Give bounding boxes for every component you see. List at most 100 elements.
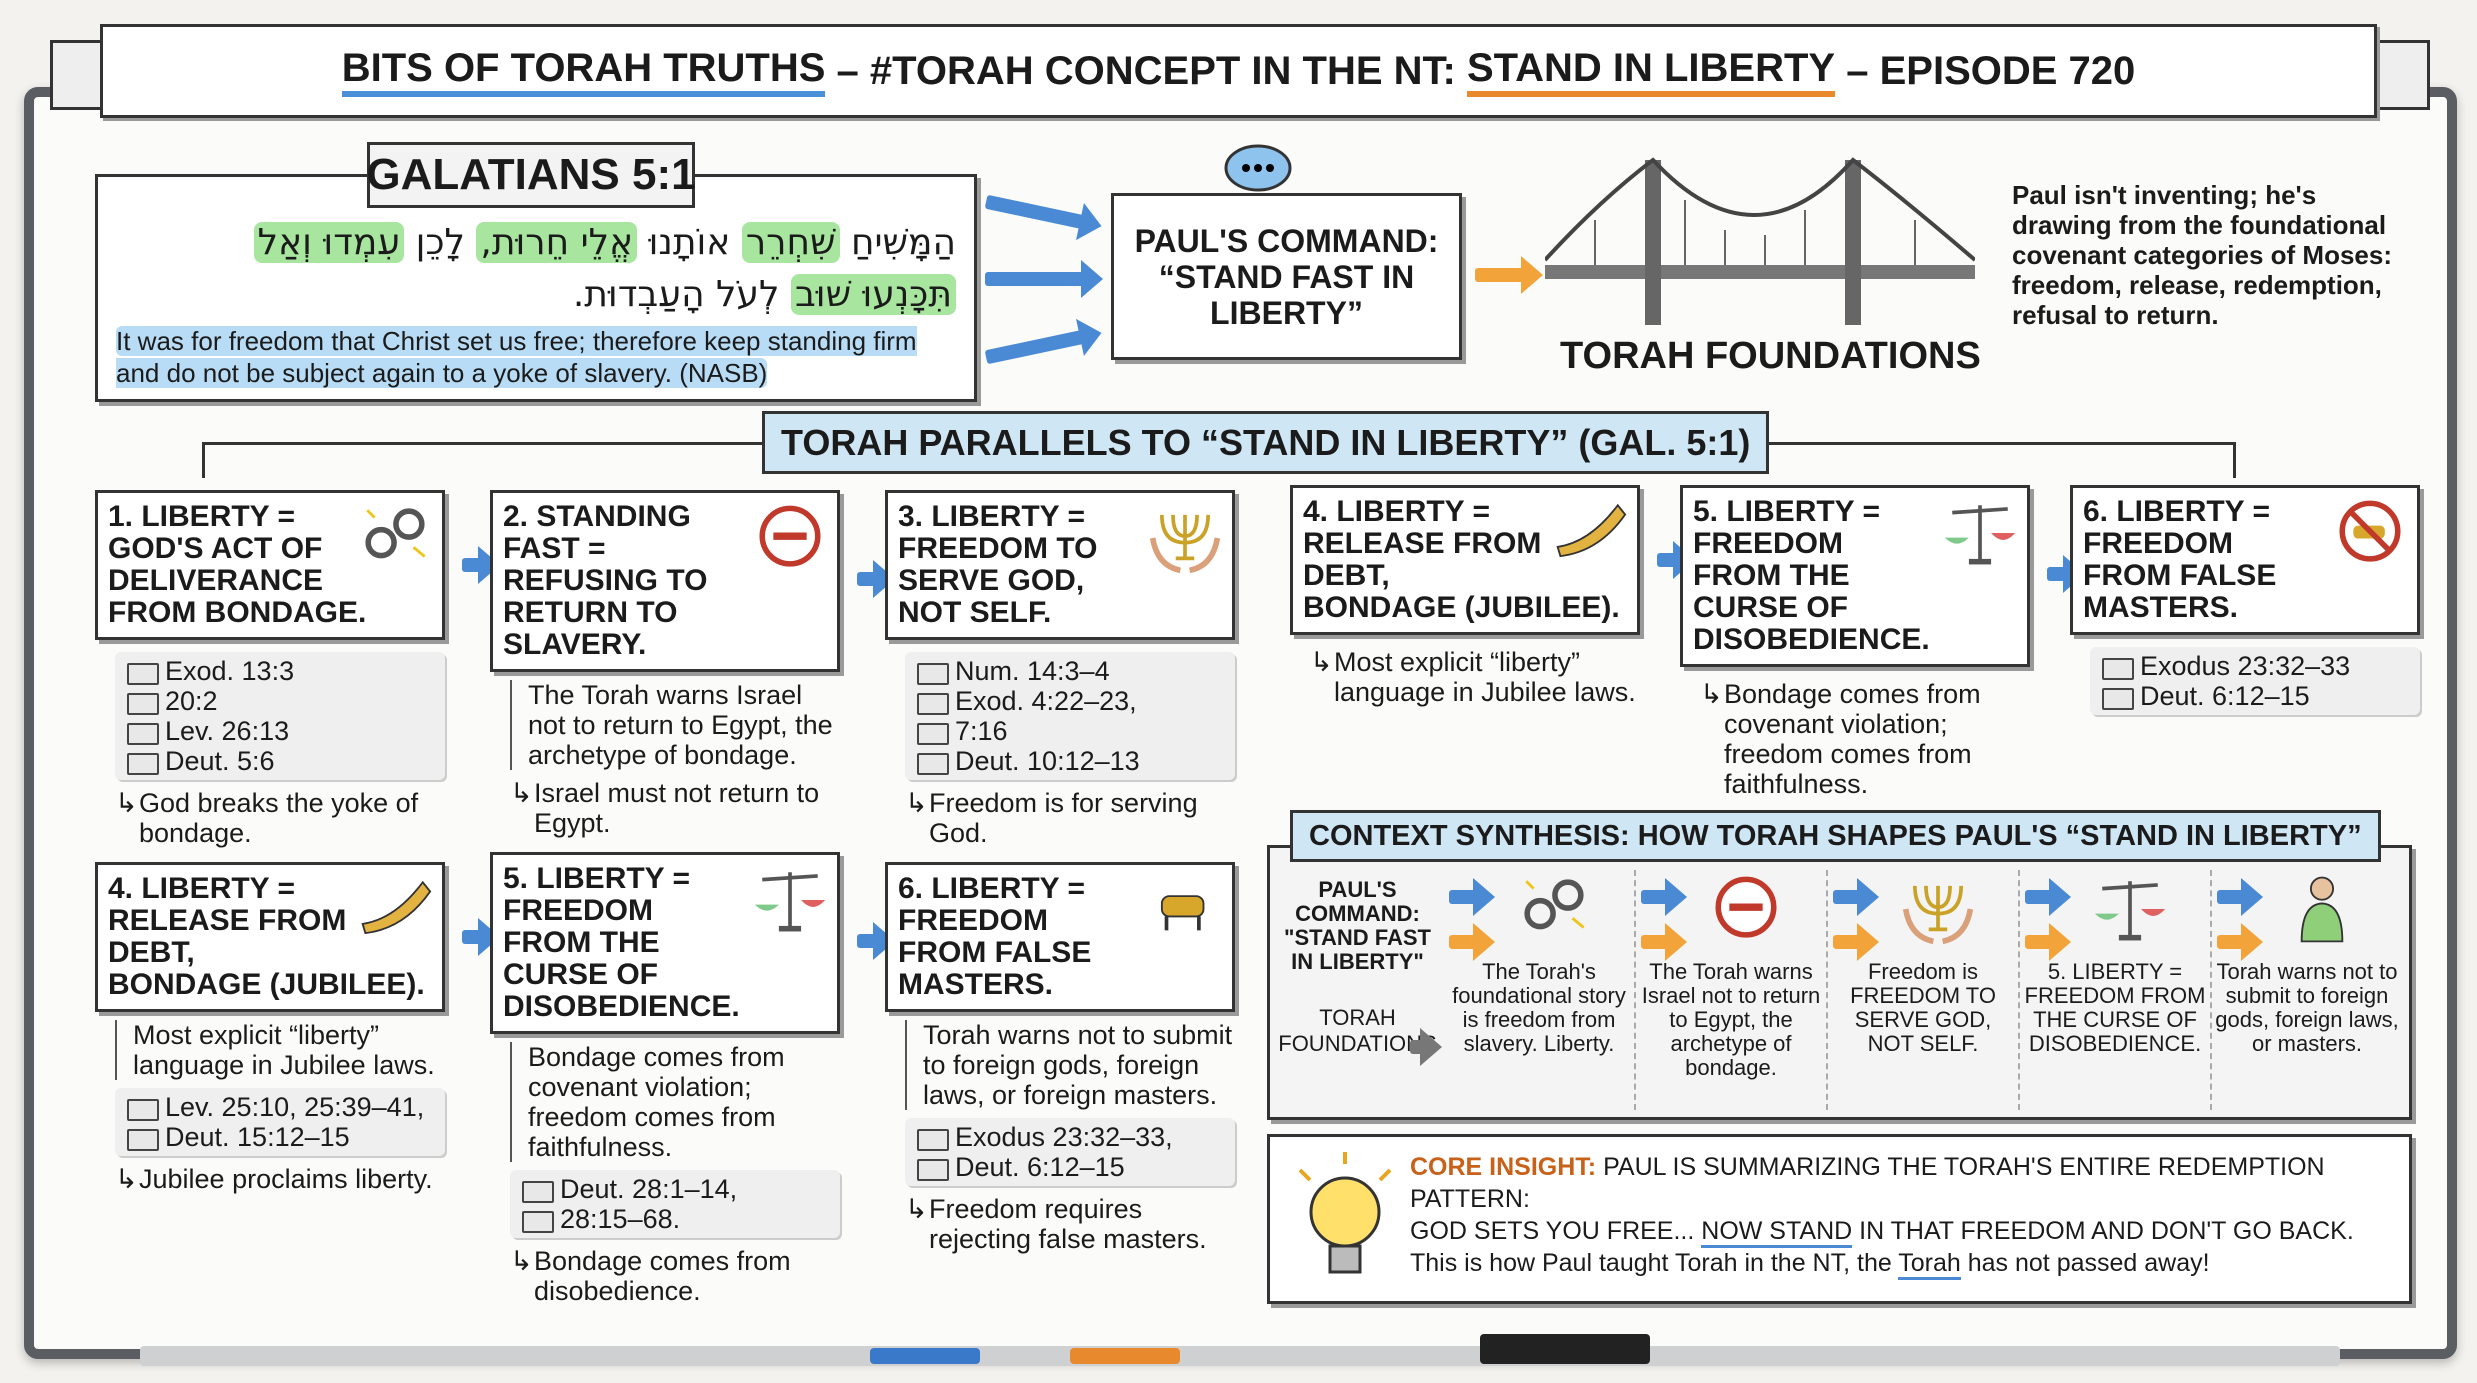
card-body: The Torah warns Israel not to return to … bbox=[510, 680, 840, 770]
parallel-card: 1. LIBERTY = GOD'S ACT OF DELIVERANCE FR… bbox=[95, 490, 500, 640]
card-title: 5. LIBERTY = FREEDOM FROM THE CURSE OF D… bbox=[1693, 495, 1930, 656]
hebrew-segment: שִׁחְרֵר bbox=[741, 222, 840, 263]
core-label: CORE INSIGHT: bbox=[1410, 1153, 1597, 1181]
synthesis-column-text: Torah warns not to submit to foreign god… bbox=[2215, 959, 2399, 1056]
arrow-icon bbox=[2047, 555, 2085, 594]
arrow-icon bbox=[857, 922, 895, 961]
broken-chain-icon bbox=[358, 501, 432, 575]
card-column: 6. LIBERTY = FREEDOM FROM FALSE MASTERS.… bbox=[2070, 485, 2420, 723]
arrow-icon bbox=[985, 260, 1103, 298]
card-takeaway: Bondage comes from disobedience. bbox=[510, 1246, 840, 1306]
core-insight-box: CORE INSIGHT: PAUL IS SUMMARIZING THE TO… bbox=[1267, 1134, 2412, 1304]
title-concept: STAND IN LIBERTY bbox=[1466, 46, 1836, 97]
hebrew-line-1: הַמָּשִׁיחַ שִׁחְרֵר אוֹתָנוּ אֱלֵי חֵרו… bbox=[116, 217, 956, 269]
core-line-3: This is how Paul taught Torah in the NT,… bbox=[1410, 1247, 2393, 1280]
column-divider bbox=[1634, 870, 1636, 1110]
parallels-heading: TORAH PARALLELS TO “STAND IN LIBERTY” (G… bbox=[762, 411, 1770, 474]
parallel-card: 4. LIBERTY = RELEASE FROM DEBT, BONDAGE … bbox=[95, 862, 500, 1012]
card-column: 1. LIBERTY = GOD'S ACT OF DELIVERANCE FR… bbox=[95, 490, 500, 1194]
torah-foundations-label: TORAH FOUNDATIONS bbox=[1560, 335, 1981, 377]
card-takeaway: Freedom is for serving God. bbox=[905, 788, 1235, 848]
column-divider bbox=[2018, 870, 2020, 1110]
hebrew-segment: עִמְדוּ וְאַל bbox=[253, 222, 405, 263]
card-body: Torah warns not to submit to foreign god… bbox=[905, 1020, 1235, 1110]
column-divider bbox=[2210, 870, 2212, 1110]
scripture-reference: Deut. 15:12–15 bbox=[123, 1122, 437, 1152]
card-title: 5. LIBERTY = FREEDOM FROM THE CURSE OF D… bbox=[503, 862, 740, 1023]
orange-marker bbox=[1070, 1348, 1180, 1364]
broken-chain-icon bbox=[1517, 872, 1591, 951]
parallel-card: 6. LIBERTY = FREEDOM FROM FALSE MASTERS. bbox=[2070, 485, 2420, 635]
scripture-reference: 7:16 bbox=[913, 716, 1227, 746]
hebrew-segment: אֱלֵי חֵרוּת, bbox=[476, 222, 638, 263]
card-column: 5. LIBERTY = FREEDOM FROM THE CURSE OF D… bbox=[1680, 485, 2085, 799]
english-translation: It was for freedom that Christ set us fr… bbox=[116, 325, 956, 389]
parallel-card: 6. LIBERTY = FREEDOM FROM FALSE MASTERS. bbox=[885, 862, 1235, 1012]
card-column: 3. LIBERTY = FREEDOM TO SERVE GOD, NOT S… bbox=[885, 490, 1235, 1254]
synthesis-column-text: The Torah warns Israel not to return to … bbox=[1641, 959, 1821, 1080]
scripture-reference: Lev. 25:10, 25:39–41, bbox=[123, 1092, 437, 1122]
parallel-card: 4. LIBERTY = RELEASE FROM DEBT, BONDAGE … bbox=[1290, 485, 1695, 635]
title-banner: BITS OF TORAH TRUTHS – #TORAH CONCEPT IN… bbox=[100, 24, 2377, 118]
card-takeaway: God breaks the yoke of bondage. bbox=[115, 788, 445, 848]
arrow-icon bbox=[1641, 923, 1687, 961]
row-label-command: PAUL'S COMMAND: "STAND FAST IN LIBERTY" bbox=[1284, 877, 1431, 974]
scripture-reference: Exod. 13:3 bbox=[123, 656, 437, 686]
no-idol-icon bbox=[2333, 496, 2407, 570]
person-icon bbox=[2285, 872, 2359, 951]
paul-explanation-note: Paul isn't inventing; he's drawing from … bbox=[2012, 180, 2392, 330]
no-entry-icon bbox=[1709, 872, 1783, 951]
hebrew-segment: אוֹתָנוּ bbox=[637, 222, 742, 263]
card-notes: Bondage comes from covenant violation; f… bbox=[490, 1034, 840, 1306]
card-notes: Most explicit “liberty” language in Jubi… bbox=[95, 1012, 445, 1194]
core-line-1: CORE INSIGHT: PAUL IS SUMMARIZING THE TO… bbox=[1410, 1151, 2393, 1215]
title-episode: – EPISODE 720 bbox=[1835, 48, 2136, 93]
card-notes: Most explicit “liberty” language in Jubi… bbox=[1290, 635, 1640, 707]
card-takeaway: Bondage comes from covenant violation; f… bbox=[1700, 679, 2030, 799]
arrow-icon bbox=[857, 560, 895, 599]
arrow-icon bbox=[462, 545, 500, 584]
card-takeaway: Israel must not return to Egypt. bbox=[510, 778, 840, 838]
card-title: 6. LIBERTY = FREEDOM FROM FALSE MASTERS. bbox=[898, 872, 1092, 1001]
card-notes: The Torah warns Israel not to return to … bbox=[490, 672, 840, 838]
arrow-icon bbox=[2025, 878, 2071, 916]
synthesis-heading: CONTEXT SYNTHESIS: HOW TORAH SHAPES PAUL… bbox=[1290, 810, 2381, 862]
hebrew-segment: לָכֵן bbox=[404, 222, 477, 263]
shofar-icon bbox=[358, 873, 432, 947]
title-topic: – #TORAH CONCEPT IN THE NT: bbox=[825, 48, 1467, 93]
card-title: 3. LIBERTY = FREEDOM TO SERVE GOD, NOT S… bbox=[898, 500, 1098, 629]
scripture-reference: Deut. 5:6 bbox=[123, 746, 437, 776]
scripture-references: Lev. 25:10, 25:39–41,Deut. 15:12–15 bbox=[115, 1088, 445, 1156]
scripture-reference: 28:15–68. bbox=[518, 1204, 832, 1234]
parallel-card: 2. STANDING FAST = REFUSING TO RETURN TO… bbox=[490, 490, 895, 672]
card-takeaway: Jubilee proclaims liberty. bbox=[115, 1164, 445, 1194]
scales-icon bbox=[2093, 872, 2167, 951]
command-text: PAUL'S COMMAND: “STAND FAST IN LIBERTY” bbox=[1134, 222, 1439, 331]
pauls-command-box: PAUL'S COMMAND: “STAND FAST IN LIBERTY” bbox=[1111, 193, 1462, 360]
scripture-reference: Exodus 23:32–33, bbox=[913, 1122, 1227, 1152]
arrow-icon bbox=[1449, 878, 1495, 916]
core-line-1-text: PAUL IS SUMMARIZING THE TORAH'S ENTIRE R… bbox=[1410, 1153, 2325, 1213]
marker-tray bbox=[140, 1334, 2340, 1366]
card-title: 6. LIBERTY = FREEDOM FROM FALSE MASTERS. bbox=[2083, 495, 2277, 624]
card-title: 2. STANDING FAST = REFUSING TO RETURN TO… bbox=[503, 500, 708, 661]
parallel-card: 5. LIBERTY = FREEDOM FROM THE CURSE OF D… bbox=[1680, 485, 2085, 667]
scripture-reference: Exodus 23:32–33 bbox=[2098, 651, 2412, 681]
hebrew-segment: לְעֹל הָעַבְדוּת. bbox=[572, 274, 791, 315]
blue-marker bbox=[870, 1348, 980, 1364]
arrow-icon bbox=[2217, 878, 2263, 916]
arrow-icon bbox=[1449, 923, 1495, 961]
golden-calf-icon bbox=[1148, 873, 1222, 947]
speech-bubble-icon bbox=[1224, 144, 1292, 192]
hebrew-line-2: תִּכָּנְעוּ שׁוּב לְעֹל הָעַבְדוּת. bbox=[116, 269, 956, 321]
arrow-icon bbox=[1475, 256, 1543, 294]
verse-label: GALATIANS 5:1 bbox=[366, 142, 696, 208]
scripture-reference: Deut. 6:12–15 bbox=[913, 1152, 1227, 1182]
scripture-reference: Num. 14:3–4 bbox=[913, 656, 1227, 686]
arrow-icon bbox=[1410, 1028, 1442, 1066]
arrow-icon bbox=[2217, 923, 2263, 961]
card-title: 4. LIBERTY = RELEASE FROM DEBT, BONDAGE … bbox=[1303, 495, 1620, 624]
card-notes: Bondage comes from covenant violation; f… bbox=[1680, 667, 2030, 799]
